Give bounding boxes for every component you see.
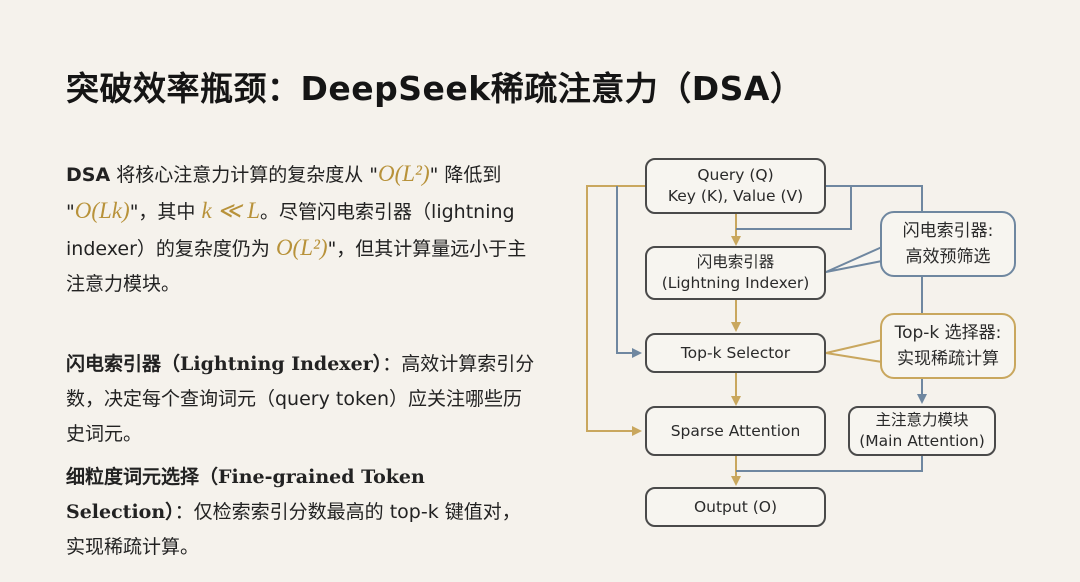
callout-indexer-line1: 闪电索引器: <box>902 221 994 241</box>
callout-indexer-line2: 高效预筛选 <box>905 247 991 267</box>
node-main-line1: 主注意力模块 <box>875 411 969 429</box>
node-topk-label: Top-k Selector <box>680 343 791 362</box>
node-main-line2: (Main Attention) <box>859 432 985 450</box>
callout-pointer-indexer <box>825 246 883 273</box>
point-heading-en: （Fine-grained Token Selection） <box>66 466 425 523</box>
node-qkv: Query (Q) Key (K), Value (V) <box>645 158 826 214</box>
node-indexer-line1: 闪电索引器 <box>696 253 775 271</box>
intro-lead: DSA <box>66 164 111 186</box>
callout-topk-line2: 实现稀疏计算 <box>897 349 999 369</box>
arrow-qkv-to-topk <box>616 186 642 358</box>
intro-text-1: 将核心注意力计算的复杂度从 " <box>110 164 378 186</box>
math-k-much-less-than-l: k ≪ L <box>201 198 261 223</box>
node-sparse-attention: Sparse Attention <box>645 406 826 456</box>
description-panel: DSA 将核心注意力计算的复杂度从 "O(L²)" 降低到 "O(Lk)"，其中… <box>66 156 536 565</box>
callout-topk: Top-k 选择器: 实现稀疏计算 <box>880 313 1016 379</box>
intro-text-2: " 降低到 " <box>66 164 502 223</box>
point-token-selection: 细粒度词元选择（Fine-grained Token Selection）：仅检… <box>66 460 536 565</box>
node-topk-selector: Top-k Selector <box>645 333 826 373</box>
point-heading-cn: 闪电索引器 <box>66 353 162 375</box>
callout-indexer: 闪电索引器: 高效预筛选 <box>880 211 1016 277</box>
math-indexer-complexity: O(L²) <box>275 235 328 260</box>
math-complexity-quadratic: O(L²) <box>378 161 430 186</box>
callout-topk-line1: Top-k 选择器: <box>894 323 1002 343</box>
node-qkv-line2: Key (K), Value (V) <box>667 187 804 205</box>
point-lightning-indexer: 闪电索引器（Lightning Indexer）：高效计算索引分数，决定每个查询… <box>66 347 536 452</box>
node-output: Output (O) <box>645 487 826 527</box>
node-lightning-indexer: 闪电索引器 (Lightning Indexer) <box>645 246 826 300</box>
point-body: ：仅检索索引分数最高的 top-k 键值对，实现稀疏计算。 <box>66 501 521 558</box>
intro-text-4: 。尽管闪电索引器（lightning indexer）的复杂度仍为 <box>66 201 515 260</box>
intro-text-3: "，其中 <box>129 201 202 223</box>
node-indexer-line2: (Lightning Indexer) <box>661 274 810 292</box>
math-complexity-linear: O(Lk) <box>74 198 130 223</box>
intro-paragraph: DSA 将核心注意力计算的复杂度从 "O(L²)" 降低到 "O(Lk)"，其中… <box>66 156 536 302</box>
line-qkv-to-main <box>826 185 923 212</box>
intro-text-5: "，但其计算量远小于主注意力模块。 <box>66 238 527 295</box>
callout-pointer-topk <box>825 339 883 363</box>
page-title: 突破效率瓶颈：DeepSeek稀疏注意力（DSA） <box>66 69 804 108</box>
point-heading-en: （Lightning Indexer） <box>161 353 383 375</box>
node-qkv-line1: Query (Q) <box>697 166 774 184</box>
line-branch-to-indexer <box>736 186 852 230</box>
node-main-attention: 主注意力模块 (Main Attention) <box>848 406 996 456</box>
point-heading-cn: 细粒度词元选择 <box>66 466 200 488</box>
line-main-to-output <box>736 456 923 472</box>
point-body: ：高效计算索引分数，决定每个查询词元（query token）应关注哪些历史词元… <box>66 353 535 445</box>
node-sparse-label: Sparse Attention <box>670 421 801 440</box>
node-output-label: Output (O) <box>693 497 778 516</box>
